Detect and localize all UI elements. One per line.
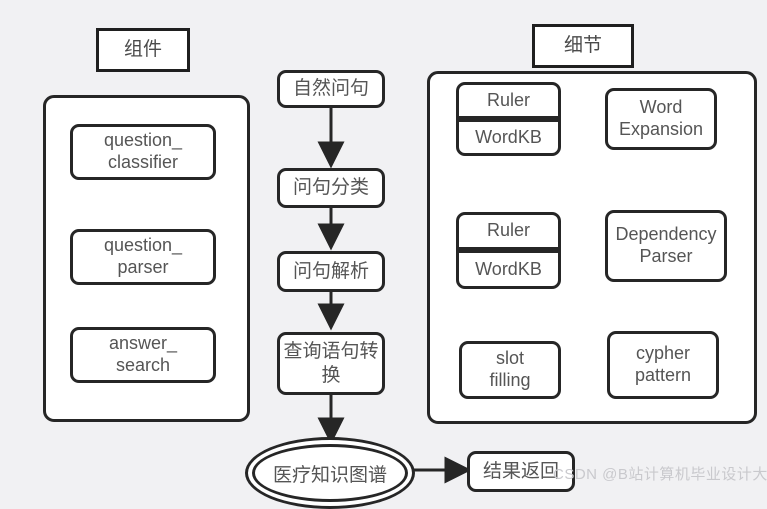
detail-dependency-parser[interactable]: Dependency Parser (605, 210, 727, 282)
detail-cypher-pattern[interactable]: cypher pattern (607, 331, 719, 399)
flow-step-natural-question[interactable]: 自然问句 (277, 70, 385, 108)
component-answer-search[interactable]: answer_ search (70, 327, 216, 383)
detail-wordkb-row2[interactable]: WordKB (456, 250, 561, 289)
watermark-text: CSDN @B站计算机毕业设计大学 (553, 466, 767, 483)
detail-word-expansion[interactable]: Word Expansion (605, 88, 717, 150)
component-question-parser[interactable]: question_ parser (70, 229, 216, 285)
detail-wordkb-row1[interactable]: WordKB (456, 119, 561, 156)
diagram-canvas: 组件 question_ classifier question_ parser… (43, 24, 767, 509)
flow-result-return[interactable]: 结果返回 (467, 451, 575, 492)
detail-slot-filling[interactable]: slot filling (459, 341, 561, 399)
knowledge-graph-node[interactable]: 医疗知识图谱 (252, 444, 408, 502)
detail-ruler-row2[interactable]: Ruler (456, 212, 561, 250)
flow-step-query-conversion[interactable]: 查询语句转 换 (277, 332, 385, 395)
components-panel-title: 组件 (96, 28, 190, 72)
flow-step-question-parsing[interactable]: 问句解析 (277, 251, 385, 292)
detail-ruler-row1[interactable]: Ruler (456, 82, 561, 119)
details-panel-title: 细节 (532, 24, 634, 68)
component-question-classifier[interactable]: question_ classifier (70, 124, 216, 180)
flow-step-question-classification[interactable]: 问句分类 (277, 168, 385, 208)
